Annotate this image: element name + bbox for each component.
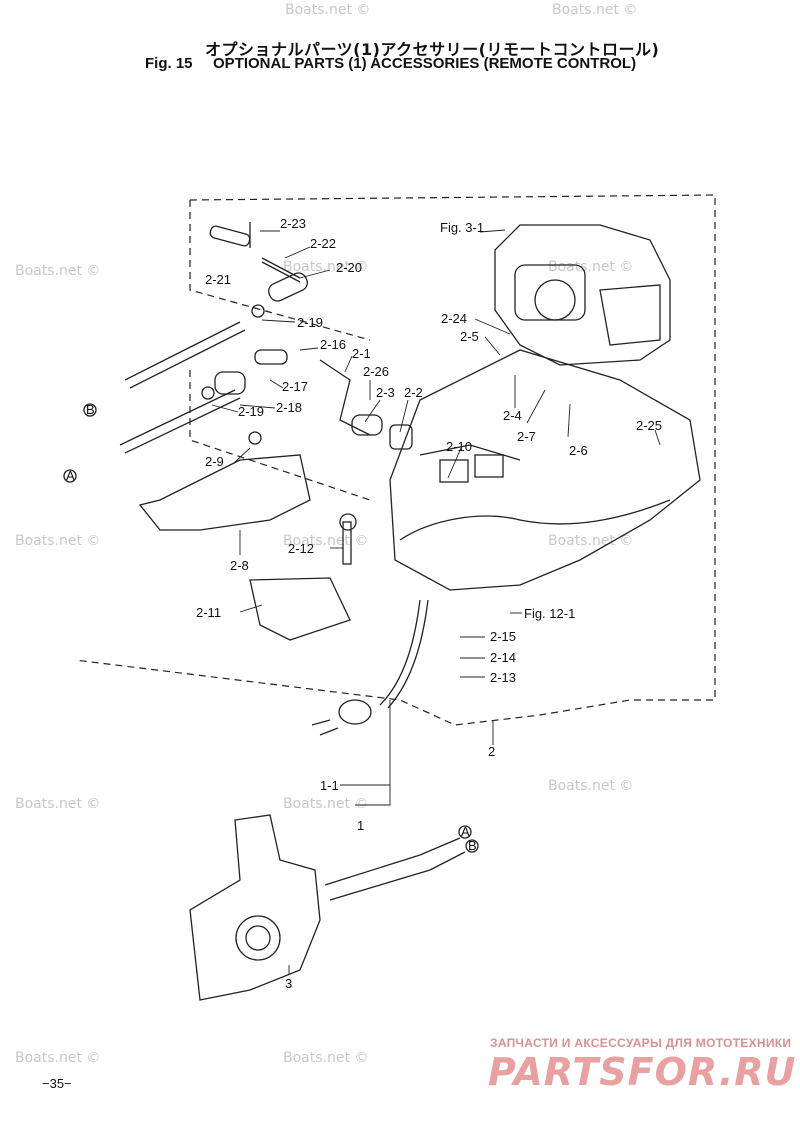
watermark: Boats.net © bbox=[283, 1050, 368, 1066]
figure-title: OPTIONAL PARTS (1) ACCESSORIES (REMOTE C… bbox=[213, 55, 637, 72]
figure-number: Fig. 15 bbox=[145, 55, 193, 72]
part-label: 2-5 bbox=[460, 329, 479, 344]
part-label: 2-11 bbox=[196, 605, 221, 620]
part-label: 2-22 bbox=[310, 236, 336, 251]
small-parts bbox=[63, 222, 413, 641]
part-label: 2-19 bbox=[238, 404, 264, 419]
watermarks: Boats.net © Boats.net © Boats.net © Boat… bbox=[15, 2, 637, 1066]
part-label: 2-20 bbox=[336, 260, 362, 275]
watermark: Boats.net © bbox=[285, 2, 370, 18]
japanese-title: オプショナルパーツ(1)アクセサリー(リモートコントロール) bbox=[205, 40, 660, 59]
figure-ref: Fig. 12-1 bbox=[524, 606, 575, 621]
leader-lines bbox=[211, 229, 661, 975]
watermark: Boats.net © bbox=[283, 533, 368, 549]
watermark: Boats.net © bbox=[548, 778, 633, 794]
part-label: 2-4 bbox=[503, 408, 522, 423]
brand-tagline: ЗАПЧАСТИ И АКСЕССУАРЫ ДЛЯ МОТОТЕХНИКИ bbox=[490, 1036, 792, 1050]
marker-b: B bbox=[86, 402, 95, 417]
figure-ref: Fig. 3-1 bbox=[440, 220, 484, 235]
part-label: 2-24 bbox=[441, 311, 467, 326]
watermark: Boats.net © bbox=[548, 533, 633, 549]
part-label: 2-2 bbox=[404, 385, 423, 400]
remote-control-assembly bbox=[189, 599, 479, 1001]
part-label: 2-21 bbox=[205, 272, 231, 287]
watermark: Boats.net © bbox=[15, 1050, 100, 1066]
marker-a: A bbox=[461, 824, 470, 839]
part-label: 2-9 bbox=[205, 454, 224, 469]
brand-logo: PARTSFOR.RU bbox=[488, 1050, 797, 1094]
watermark: Boats.net © bbox=[552, 2, 637, 18]
engine-block bbox=[494, 224, 671, 366]
part-label: 2-8 bbox=[230, 558, 249, 573]
marker-b: B bbox=[468, 838, 477, 853]
part-label: 2-3 bbox=[376, 385, 395, 400]
part-label: 2-19 bbox=[297, 315, 323, 330]
part-label: 2-1 bbox=[352, 346, 371, 361]
midsection bbox=[389, 349, 701, 591]
part-labels: 2-23 2-22 2-20 2-21 2-19 2-16 2-1 2-26 2… bbox=[66, 216, 662, 991]
part-label: 1 bbox=[357, 818, 364, 833]
part-label: 2-13 bbox=[490, 670, 516, 685]
part-label: 2-6 bbox=[569, 443, 588, 458]
part-label: 2-26 bbox=[363, 364, 389, 379]
part-label: 2-14 bbox=[490, 650, 516, 665]
watermark: Boats.net © bbox=[548, 259, 633, 275]
part-label: 1-1 bbox=[320, 778, 339, 793]
part-label: 2-17 bbox=[282, 379, 308, 394]
part-label: 2-7 bbox=[517, 429, 536, 444]
assembly-boundary bbox=[74, 194, 716, 726]
watermark: Boats.net © bbox=[283, 796, 368, 812]
part-label: 2-25 bbox=[636, 418, 662, 433]
part-label: 2-16 bbox=[320, 337, 346, 352]
part-label: 2-10 bbox=[446, 439, 472, 454]
part-label: 2-18 bbox=[276, 400, 302, 415]
part-label: 3 bbox=[285, 976, 292, 991]
watermark: Boats.net © bbox=[283, 259, 368, 275]
watermark: Boats.net © bbox=[15, 263, 100, 279]
part-label: 2-12 bbox=[288, 541, 314, 556]
part-label: 2-23 bbox=[280, 216, 306, 231]
part-label: 2 bbox=[488, 744, 495, 759]
watermark: Boats.net © bbox=[15, 796, 100, 812]
part-label: 2-15 bbox=[490, 629, 516, 644]
marker-a: A bbox=[66, 468, 75, 483]
watermark: Boats.net © bbox=[15, 533, 100, 549]
page-number: −35− bbox=[42, 1076, 72, 1091]
